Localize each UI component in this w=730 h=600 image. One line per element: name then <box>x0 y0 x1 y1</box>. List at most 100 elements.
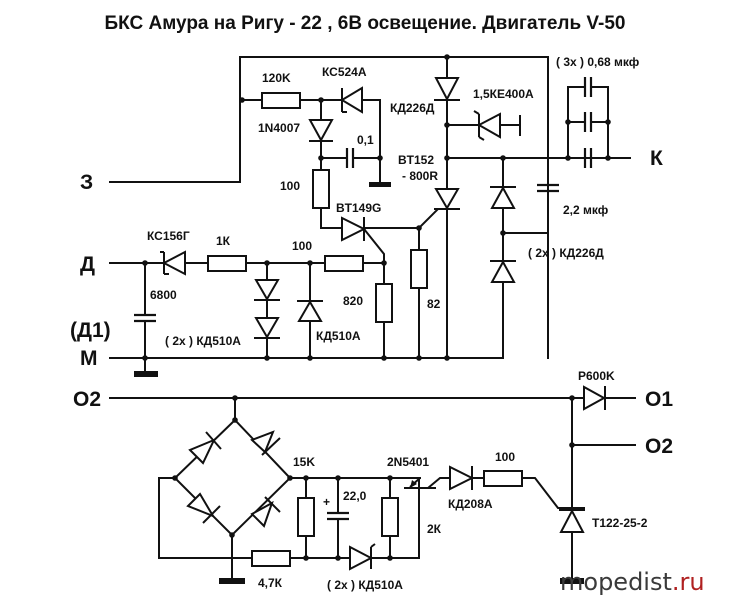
diode-kd510a-single <box>297 300 323 322</box>
terminal-z: З <box>80 171 93 194</box>
label-bt152-line2: - 800R <box>402 169 438 183</box>
terminal-o1: О1 <box>645 388 673 411</box>
junction <box>569 442 575 448</box>
junction <box>335 475 341 481</box>
label-t122: Т122-25-2 <box>592 516 648 530</box>
thyristor-t122 <box>559 508 585 533</box>
ground-symbol <box>560 578 584 584</box>
resistor-15k <box>297 497 315 537</box>
junction <box>264 355 270 361</box>
junction <box>303 555 309 561</box>
label-82: 82 <box>427 297 441 311</box>
label-bt152-line1: BT152 <box>398 153 434 167</box>
label-4-7k: 4,7К <box>258 576 283 590</box>
capacitor-bank-0-68 <box>565 77 611 168</box>
diode-kd226d-pair-lower <box>490 259 516 283</box>
junction <box>444 54 450 60</box>
resistor-1k <box>207 255 247 272</box>
label-100-upper: 100 <box>280 179 300 193</box>
label-bt149g: BT149G <box>336 201 381 215</box>
terminal-o2-right: О2 <box>645 435 673 458</box>
junction <box>387 555 393 561</box>
label-kc156g: КС156Г <box>147 229 190 243</box>
wire-c22 <box>502 157 549 234</box>
junction <box>387 475 393 481</box>
terminal-d1: (Д1) <box>70 319 111 342</box>
wire-t122-gate <box>521 477 585 509</box>
label-1n4007: 1N4007 <box>258 121 300 135</box>
lower-circuit: О2 P600K О1 О2 <box>73 369 673 592</box>
junction <box>335 555 341 561</box>
label-1k: 1К <box>216 234 231 248</box>
label-c22: 2,2 мкф <box>563 203 609 217</box>
upper-circuit: 120K КС524А 1N4007 0,1 100 <box>70 54 663 377</box>
junction <box>318 155 324 161</box>
label-kd226d-pair: ( 2х ) КД226Д <box>528 246 604 260</box>
thyristor-bt152 <box>434 188 460 210</box>
resistor-100-mid <box>324 255 364 272</box>
junction <box>239 97 245 103</box>
watermark-part2: .ru <box>672 568 705 596</box>
ground-symbol <box>369 182 391 187</box>
junction <box>307 355 313 361</box>
terminal-o2-left: О2 <box>73 388 101 411</box>
label-2k: 2К <box>427 522 442 536</box>
capacitor-6800 <box>134 313 156 323</box>
label-2n5401: 2N5401 <box>387 455 429 469</box>
capacitor-0-1 <box>345 148 355 168</box>
zener-kd510a-lower <box>349 543 376 571</box>
diode-kd510a-pair-upper <box>254 279 280 301</box>
zener-kc156g <box>160 250 186 276</box>
resistor-4-7k <box>251 550 291 567</box>
label-820: 820 <box>343 294 363 308</box>
capacitor-22-0 <box>327 511 349 521</box>
resistor-82 <box>410 249 428 289</box>
junction <box>500 230 506 236</box>
junction <box>416 355 422 361</box>
bridge-rectifier <box>172 397 293 538</box>
schematic-title: БКС Амура на Ригу - 22 , 6В освещение. Д… <box>104 13 625 34</box>
terminal-k: К <box>650 147 663 170</box>
label-c6800: 6800 <box>150 288 177 302</box>
terminal-d: Д <box>80 253 95 276</box>
resistor-820 <box>375 283 393 323</box>
label-100-lower: 100 <box>495 450 515 464</box>
zener-kc524a <box>340 86 363 114</box>
wire-120k-kc524a <box>299 99 381 161</box>
label-c068: ( 3х ) 0,68 мкф <box>556 55 640 69</box>
junction <box>500 155 506 161</box>
junction <box>381 355 387 361</box>
label-15k: 15K <box>293 455 315 469</box>
label-120k: 120K <box>262 71 291 85</box>
wire-bridge-left <box>158 477 253 559</box>
diode-kd226d-top <box>434 77 460 102</box>
capacitor-2-2 <box>537 183 559 193</box>
terminal-m: М <box>80 347 98 370</box>
resistor-100-lower <box>483 470 523 487</box>
transistor-2n5401 <box>404 477 450 558</box>
label-kd510a-single: КД510А <box>316 329 361 343</box>
tvs-diode-15ke400a <box>473 110 521 141</box>
label-kd208a: КД208А <box>448 497 493 511</box>
watermark: mopedist.ru <box>560 568 705 596</box>
label-c01: 0,1 <box>357 133 374 147</box>
label-kd510a-pair: ( 2х ) КД510А <box>165 334 241 348</box>
ground-symbol <box>219 578 245 584</box>
resistor-100-upper <box>312 169 330 209</box>
label-p600k: P600K <box>578 369 615 383</box>
resistor-2k <box>381 497 399 537</box>
diode-kd510a-pair-lower <box>254 317 280 339</box>
label-c220-plus: + <box>323 495 330 509</box>
junction <box>303 475 309 481</box>
junction <box>142 355 148 361</box>
diode-p600k <box>583 385 607 411</box>
label-100-mid: 100 <box>292 239 312 253</box>
resistor-120k <box>261 92 301 109</box>
diode-kd208a <box>449 465 475 491</box>
label-kc524a: КС524А <box>322 65 367 79</box>
label-kd510a-pair-lower: ( 2х ) КД510А <box>327 578 403 592</box>
diode-kd226d-pair-upper <box>490 185 516 209</box>
wire-bt149g-gate <box>320 207 343 229</box>
